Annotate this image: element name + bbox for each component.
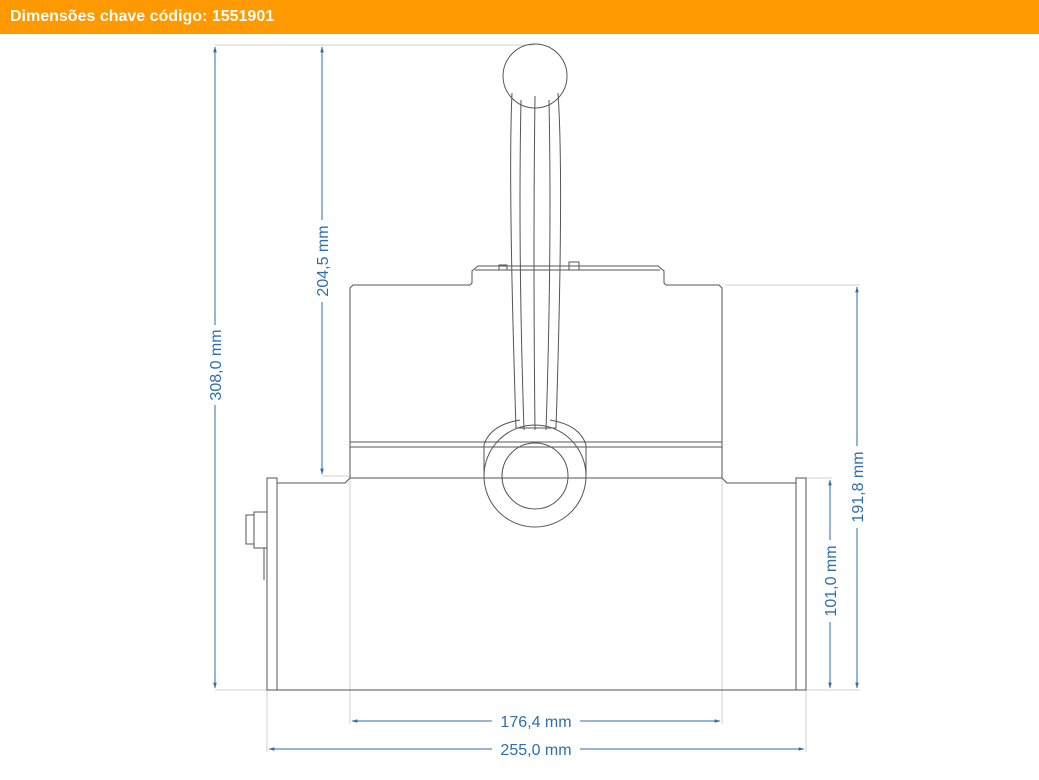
side-knob	[245, 511, 267, 549]
dim-total-width-label: 255,0 mm	[500, 742, 571, 759]
dim-inner-width-label: 176,4 mm	[500, 714, 571, 731]
lever-arm	[510, 92, 562, 429]
dim-lever-height-label: 204,5 mm	[315, 225, 332, 296]
dim-total-height-label: 308,0 mm	[208, 329, 225, 400]
lever-knob	[502, 43, 568, 109]
hub-inner	[501, 442, 569, 510]
dim-housing-height-label: 191,8 mm	[850, 451, 867, 522]
extension-lines	[215, 44, 860, 752]
page-title: Dimensões chave código: 1551901	[10, 8, 275, 25]
header-bar: Dimensões chave código: 1551901	[0, 0, 1039, 34]
upper-housing	[349, 265, 723, 478]
base-housing	[266, 477, 807, 691]
dimension-lines	[213, 46, 859, 751]
dim-base-height-label: 101,0 mm	[823, 545, 840, 616]
switch-outline	[245, 43, 807, 691]
hub-outer	[483, 424, 587, 528]
